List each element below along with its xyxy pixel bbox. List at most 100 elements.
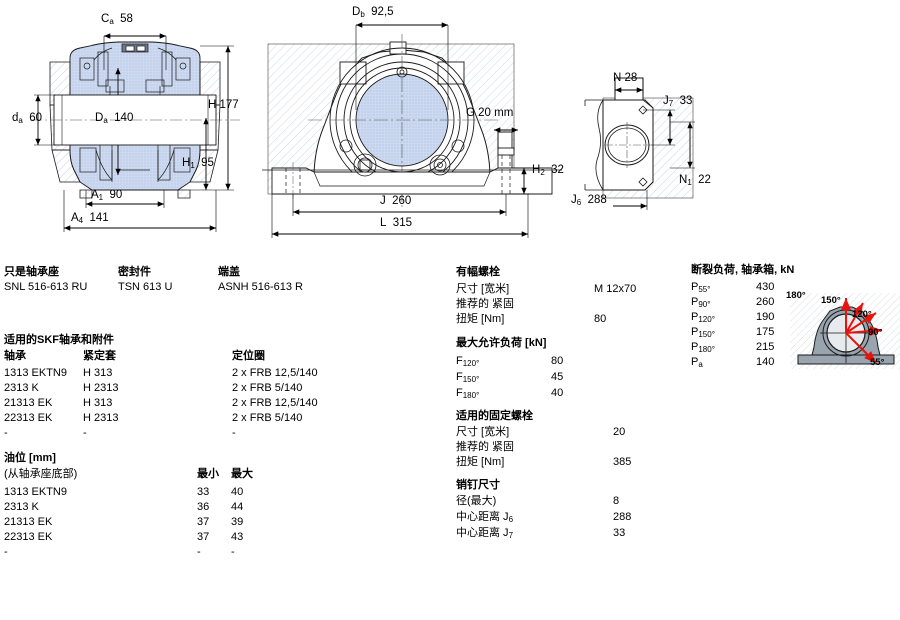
table-row: H 313 — [83, 397, 113, 409]
table-row: - — [4, 546, 8, 558]
max-load-value-120: 80 — [551, 355, 564, 367]
table-row: 1313 EKTN9 — [4, 367, 67, 379]
table-row: 37 — [197, 516, 210, 528]
table-row: - — [231, 546, 235, 558]
dim-da: da 60 — [12, 112, 43, 125]
breaking-load-label-p55: P55° — [691, 281, 711, 294]
drawing-right-foot-detail: N 28 J7 33 N1 22 J6 288 — [571, 50, 805, 230]
table-row: 43 — [231, 531, 244, 543]
designation-value-housing: SNL 516-613 RU — [4, 281, 88, 293]
holding-bolts-torque-label-2: 扭矩 [Nm] — [456, 456, 505, 468]
table-row: 1313 EKTN9 — [4, 486, 67, 498]
oil-level-subtitle: (从轴承座底部) — [4, 468, 78, 480]
breaking-load-value-p55: 430 — [756, 281, 775, 293]
oil-level-header-max: 最大 — [231, 468, 253, 480]
table-row: 21313 EK — [4, 397, 53, 409]
bearings-table-title: 适用的SKF轴承和附件 — [4, 334, 114, 346]
dim-G: G 20 mm — [466, 107, 514, 119]
table-row: 2 x FRB 12,5/140 — [232, 397, 318, 409]
table-row: 22313 EK — [4, 531, 53, 543]
angle-label-55: 55° — [870, 357, 885, 368]
attachment-bolts-torque-value: 80 — [594, 313, 607, 325]
table-row: 21313 EK — [4, 516, 53, 528]
designation-header-housing: 只是轴承座 — [4, 266, 59, 278]
max-load-row-180: F180° — [456, 387, 480, 400]
table-row: H 2313 — [83, 382, 119, 394]
table-row: - — [232, 427, 236, 439]
breaking-load-value-p150: 175 — [756, 326, 775, 338]
breaking-load-value-p180: 215 — [756, 341, 775, 353]
holding-bolts-torque-label-1: 推荐的 紧固 — [456, 441, 515, 453]
attachment-bolts-size-label: 尺寸 [宽米] — [456, 283, 510, 295]
dim-Da: Da 140 — [95, 112, 134, 125]
dim-N1: N1 22 — [679, 174, 711, 187]
dim-J7: J7 33 — [663, 95, 693, 108]
table-row: 2 x FRB 12,5/140 — [232, 367, 318, 379]
table-row: 2 x FRB 5/140 — [232, 412, 303, 424]
angle-label-120: 120° — [852, 309, 872, 320]
breaking-load-title: 断裂负荷, 轴承箱, kN — [691, 264, 795, 276]
attachment-bolts-title: 有幅螺栓 — [456, 266, 500, 278]
drawing-middle-front-view: Db 92,5 G 20 mm H2 32 J 260 L 315 — [262, 0, 564, 245]
oil-level-header-min: 最小 — [197, 468, 219, 480]
dowel-pins-title: 销钉尺寸 — [456, 479, 500, 491]
holding-bolts-torque-value: 385 — [613, 456, 632, 468]
dowel-pin-diameter-value: 8 — [613, 495, 620, 507]
holding-bolts-size-label: 尺寸 [宽米] — [456, 426, 510, 438]
table-row: 2313 K — [4, 382, 39, 394]
max-load-value-150: 45 — [551, 371, 564, 383]
table-row: - — [4, 427, 8, 439]
designation-header-endcover: 端盖 — [218, 266, 240, 278]
dowel-pin-j6-label: 中心距离 J6 — [456, 511, 514, 524]
breaking-load-value-p90: 260 — [756, 296, 775, 308]
max-load-value-180: 40 — [551, 387, 564, 399]
designation-value-endcover: ASNH 516-613 R — [218, 281, 303, 293]
breaking-load-value-p120: 190 — [756, 311, 775, 323]
table-row: 40 — [231, 486, 244, 498]
designation-header-seal: 密封件 — [118, 266, 151, 278]
drawing-left-section-view: Ca 58 H 177 da 60 Da 140 H1 95 A1 90 A4 … — [0, 0, 270, 245]
load-angle-diagram: 180° 150° 120° 90° 55° — [786, 290, 900, 374]
max-load-row-150: F150° — [456, 371, 480, 384]
dim-Db: Db 92,5 — [352, 6, 394, 19]
table-row: 33 — [197, 486, 210, 498]
dowel-pin-j7-value: 33 — [613, 527, 626, 539]
breaking-load-label-p120: P120° — [691, 311, 715, 324]
holding-bolts-title: 适用的固定螺栓 — [456, 410, 533, 422]
dowel-pin-j7-label: 中心距离 J7 — [456, 527, 514, 540]
table-row: 2 x FRB 5/140 — [232, 382, 303, 394]
table-row: 2313 K — [4, 501, 39, 513]
dim-J: J 260 — [380, 195, 412, 207]
bearings-table-header-sleeve: 紧定套 — [83, 350, 116, 362]
breaking-load-label-p150: P150° — [691, 326, 715, 339]
dim-A4: A4 141 — [71, 212, 109, 225]
table-row: 39 — [231, 516, 244, 528]
oil-level-title: 油位 [mm] — [4, 452, 56, 464]
max-load-row-120: F120° — [456, 355, 480, 368]
table-row: 44 — [231, 501, 244, 513]
dim-J6: J6 288 — [571, 194, 607, 207]
dim-H2: H2 32 — [532, 164, 564, 177]
designation-value-seal: TSN 613 U — [118, 281, 173, 293]
bearings-table-header-ring: 定位圈 — [232, 350, 265, 362]
dim-Ca: Ca 58 — [101, 13, 133, 26]
angle-label-150: 150° — [821, 295, 841, 306]
dim-L: L 315 — [380, 217, 412, 229]
angle-label-90: 90° — [868, 327, 883, 338]
angle-label-180: 180° — [786, 290, 806, 301]
bearings-table-header-bearing: 轴承 — [4, 350, 26, 362]
breaking-load-label-pa: Pa — [691, 356, 703, 369]
table-row: H 2313 — [83, 412, 119, 424]
table-row: - — [197, 546, 201, 558]
attachment-bolts-torque-label-2: 扭矩 [Nm] — [456, 313, 505, 325]
breaking-load-label-p180: P180° — [691, 341, 715, 354]
attachment-bolts-torque-label-1: 推荐的 紧固 — [456, 298, 515, 310]
breaking-load-value-pa: 140 — [756, 356, 775, 368]
dowel-pin-diameter-label: 径(最大) — [456, 495, 497, 507]
dowel-pin-j6-value: 288 — [613, 511, 632, 523]
attachment-bolts-maxload-title: 最大允许负荷 [kN] — [456, 337, 547, 349]
table-row: H 313 — [83, 367, 113, 379]
holding-bolts-size-value: 20 — [613, 426, 626, 438]
attachment-bolts-size-value: M 12x70 — [594, 283, 637, 295]
breaking-load-label-p90: P90° — [691, 296, 711, 309]
